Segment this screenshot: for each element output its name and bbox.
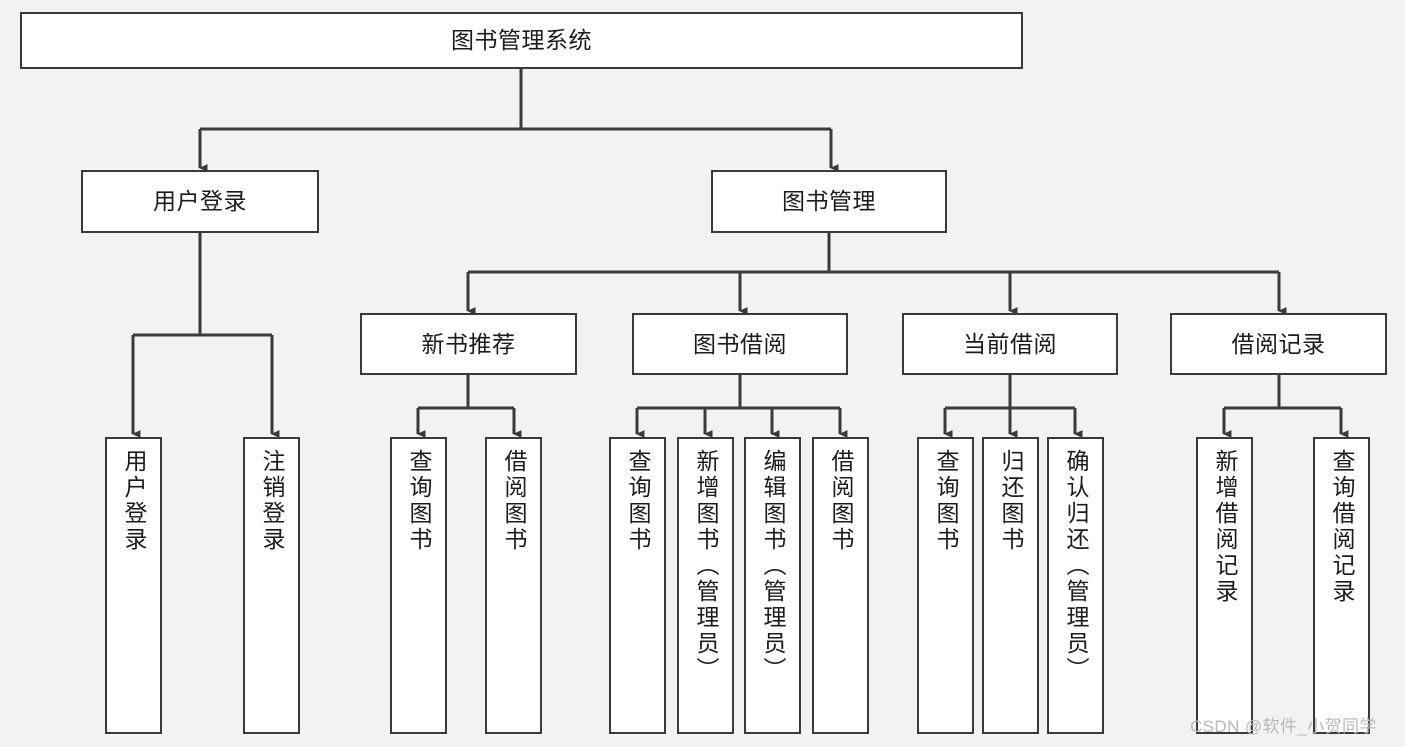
leaf-label: 编辑图书（管理员）	[760, 449, 786, 683]
leaf-label: 查询借阅记录	[1329, 449, 1355, 605]
leaf-label: 新增借阅记录	[1212, 449, 1238, 605]
node-user-login[interactable]: 用户登录	[81, 170, 319, 233]
leaf-record-query-record[interactable]: 查询借阅记录	[1313, 437, 1370, 734]
node-current-borrow-label: 当前借阅	[963, 330, 1057, 357]
node-book-borrow[interactable]: 图书借阅	[632, 313, 848, 375]
leaf-recommend-borrow-book[interactable]: 借阅图书	[485, 437, 542, 734]
leaf-current-query-book[interactable]: 查询图书	[917, 437, 974, 734]
leaf-user-login-signin[interactable]: 用户登录	[105, 437, 162, 734]
leaf-label: 查询图书	[933, 449, 959, 553]
node-root[interactable]: 图书管理系统	[20, 12, 1023, 69]
leaf-borrow-add-book-admin[interactable]: 新增图书（管理员）	[677, 437, 734, 734]
leaf-borrow-borrow-book[interactable]: 借阅图书	[812, 437, 869, 734]
node-new-book-recommend-label: 新书推荐	[421, 330, 516, 357]
leaf-record-add-record[interactable]: 新增借阅记录	[1196, 437, 1253, 734]
node-root-label: 图书管理系统	[451, 27, 592, 54]
leaf-label: 新增图书（管理员）	[693, 449, 719, 683]
node-book-borrow-label: 图书借阅	[693, 330, 787, 357]
leaf-label: 借阅图书	[501, 449, 527, 553]
leaf-label: 确认归还（管理员）	[1063, 449, 1089, 683]
node-book-management-label: 图书管理	[782, 188, 876, 215]
node-current-borrow[interactable]: 当前借阅	[902, 313, 1118, 375]
leaf-label: 注销登录	[259, 449, 285, 553]
node-borrow-record[interactable]: 借阅记录	[1170, 313, 1387, 375]
node-book-management[interactable]: 图书管理	[711, 170, 947, 233]
node-user-login-label: 用户登录	[153, 188, 247, 215]
leaf-current-return-book[interactable]: 归还图书	[982, 437, 1039, 734]
node-borrow-record-label: 借阅记录	[1231, 330, 1326, 357]
leaf-label: 用户登录	[121, 449, 147, 553]
node-new-book-recommend[interactable]: 新书推荐	[360, 313, 577, 375]
leaf-user-login-signout[interactable]: 注销登录	[243, 437, 300, 734]
leaf-label: 查询图书	[625, 449, 651, 553]
watermark-text: CSDN @软件_小贺同学	[1190, 717, 1377, 736]
leaf-borrow-edit-book-admin[interactable]: 编辑图书（管理员）	[744, 437, 801, 734]
leaf-current-confirm-return-admin[interactable]: 确认归还（管理员）	[1047, 437, 1104, 734]
leaf-label: 归还图书	[998, 449, 1024, 553]
leaf-label: 查询图书	[406, 449, 432, 553]
leaf-borrow-query-book[interactable]: 查询图书	[609, 437, 666, 734]
leaf-label: 借阅图书	[828, 449, 854, 553]
leaf-recommend-query-book[interactable]: 查询图书	[390, 437, 447, 734]
